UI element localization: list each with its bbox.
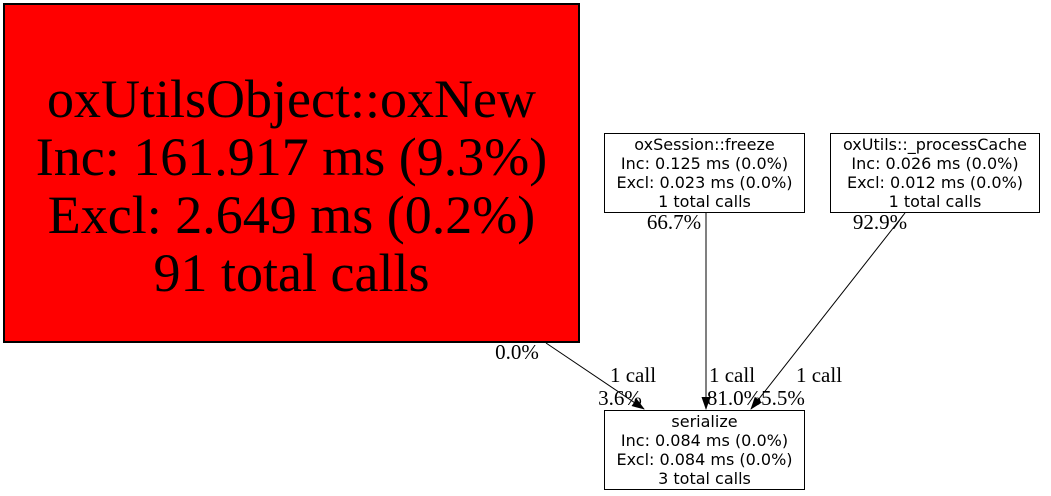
node-serialize: serialize Inc: 0.084 ms (0.0%) Excl: 0.0… bbox=[604, 410, 805, 490]
edge-cache-serialize-head-percent: 5.5% bbox=[761, 386, 805, 410]
node-title: oxUtils::_processCache bbox=[843, 135, 1027, 154]
node-total-calls: 91 total calls bbox=[153, 243, 430, 303]
edge-cache-serialize-tail-percent: 92.9% bbox=[852, 210, 908, 234]
edge-main-serialize-call-count: 1 call bbox=[609, 363, 657, 387]
node-exclusive-time: Excl: 2.649 ms (0.2%) bbox=[47, 185, 536, 245]
node-inclusive-time: Inc: 0.084 ms (0.0%) bbox=[620, 431, 789, 450]
node-exclusive-time: Excl: 0.023 ms (0.0%) bbox=[616, 173, 793, 192]
node-total-calls: 3 total calls bbox=[658, 469, 751, 488]
edge-main-serialize-tail-percent: 0.0% bbox=[495, 340, 539, 364]
node-oxutilsobject-oxnew: oxUtilsObject::oxNew Inc: 161.917 ms (9.… bbox=[3, 3, 580, 343]
node-title: serialize bbox=[671, 412, 738, 431]
edge-freeze-serialize-tail-percent: 66.7% bbox=[646, 210, 702, 234]
node-title: oxUtilsObject::oxNew bbox=[47, 69, 536, 129]
node-inclusive-time: Inc: 161.917 ms (9.3%) bbox=[35, 127, 548, 187]
node-exclusive-time: Excl: 0.012 ms (0.0%) bbox=[846, 173, 1024, 192]
node-total-calls: 1 total calls bbox=[888, 192, 982, 211]
node-exclusive-time: Excl: 0.084 ms (0.0%) bbox=[616, 450, 793, 469]
edge-main-to-serialize-line bbox=[545, 342, 645, 410]
edge-cache-to-serialize-line bbox=[750, 212, 906, 410]
edge-main-serialize-head-percent: 3.6% bbox=[598, 386, 642, 410]
edge-freeze-serialize-call-count: 1 call bbox=[708, 363, 756, 387]
node-inclusive-time: Inc: 0.026 ms (0.0%) bbox=[851, 154, 1019, 173]
edge-freeze-serialize-head-percent: 81.0% bbox=[706, 386, 762, 410]
node-total-calls: 1 total calls bbox=[658, 192, 751, 211]
node-oxsession-freeze: oxSession::freeze Inc: 0.125 ms (0.0%) E… bbox=[604, 133, 805, 213]
node-inclusive-time: Inc: 0.125 ms (0.0%) bbox=[620, 154, 789, 173]
node-oxutils-processcache: oxUtils::_processCache Inc: 0.026 ms (0.… bbox=[830, 133, 1040, 213]
node-title: oxSession::freeze bbox=[634, 135, 775, 154]
edge-cache-serialize-call-count: 1 call bbox=[795, 363, 843, 387]
